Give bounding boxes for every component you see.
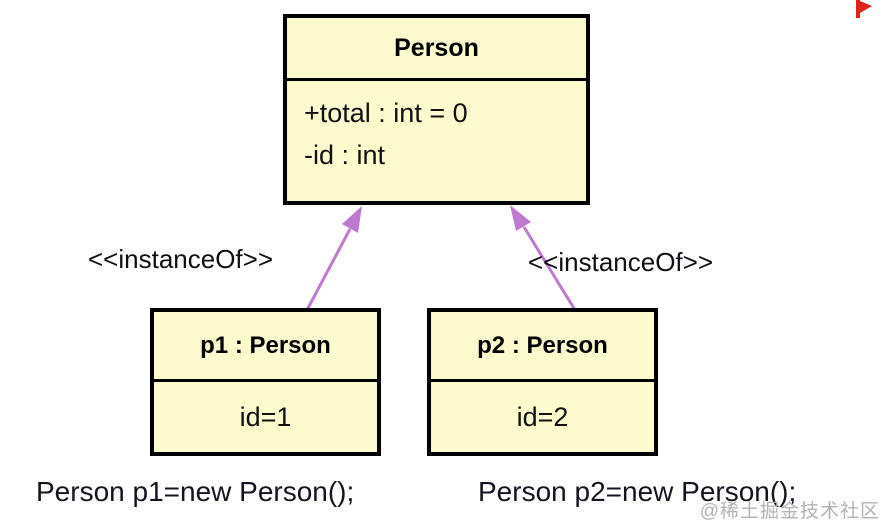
class-attribute-total: +total : int = 0	[304, 98, 468, 128]
instanceof-arrowhead-right-icon	[510, 205, 531, 231]
class-title: Person	[287, 18, 586, 81]
red-pen-mark-icon	[856, 0, 872, 18]
class-attributes: +total : int = 0 -id : int	[287, 81, 586, 201]
instanceof-arrow-left-line	[305, 228, 352, 311]
object-box-p1: p1 : Person id=1	[150, 308, 381, 456]
red-pen-mark-stem	[856, 0, 860, 18]
code-line-p2: Person p2=new Person();	[478, 476, 797, 507]
watermark: @稀土掘金技术社区	[699, 501, 880, 522]
class-attribute-id: -id : int	[304, 139, 386, 170]
object-title-p1: p1 : Person	[154, 312, 377, 382]
instanceof-arrow-left	[305, 206, 362, 311]
object-title-p2: p2 : Person	[431, 312, 654, 382]
object-box-p2: p2 : Person id=2	[427, 308, 658, 456]
instanceof-arrowhead-left-icon	[342, 206, 362, 233]
code-line-p1: Person p1=new Person();	[36, 476, 355, 507]
red-pen-mark-flag	[860, 1, 872, 13]
instanceof-label-left: <<instanceOf>>	[88, 244, 274, 274]
object-value-p1: id=1	[239, 401, 292, 432]
instanceof-label-right: <<instanceOf>>	[528, 247, 714, 277]
class-box-person: Person +total : int = 0 -id : int	[283, 14, 590, 205]
object-value-p2: id=2	[516, 401, 569, 432]
